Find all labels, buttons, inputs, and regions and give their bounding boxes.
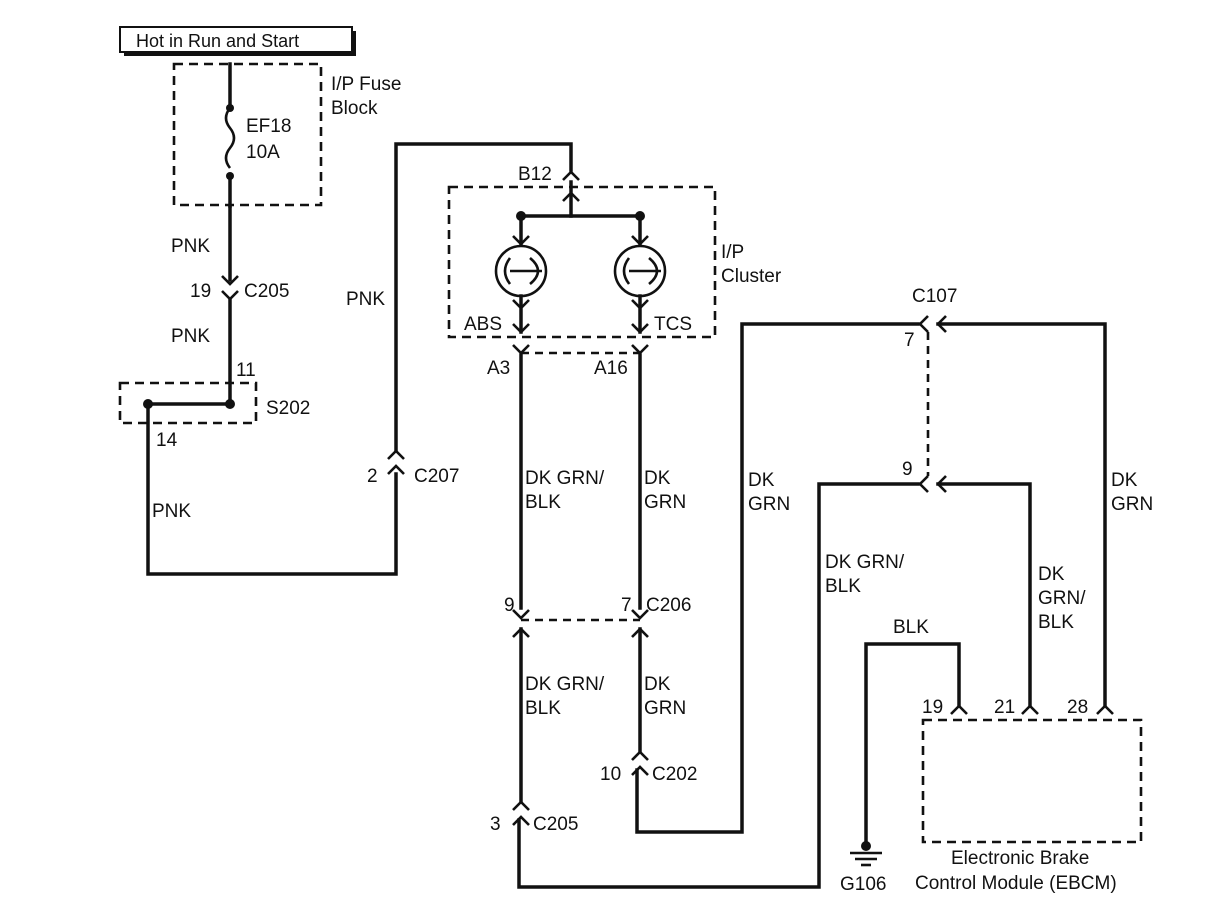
c205-bot-name: C205 xyxy=(533,814,578,835)
fuse-ef18-icon xyxy=(224,107,236,169)
fuse-id: EF18 xyxy=(246,116,291,137)
wire-label-blk: BLK xyxy=(893,617,929,638)
fuse-rating: 10A xyxy=(246,142,280,163)
c207-name: C207 xyxy=(414,466,459,487)
wire-label-dkgrnblk-3b: BLK xyxy=(825,576,861,597)
pnk-wire-left: PNK 19 C205 PNK xyxy=(171,204,289,406)
tcs-lamp: TCS xyxy=(613,214,692,335)
wire-label-dkgrn-3b: GRN xyxy=(748,494,790,515)
wire-label-pnk-4: PNK xyxy=(152,501,191,522)
c202-pin: 10 xyxy=(600,764,621,785)
c206-name: C206 xyxy=(646,595,691,616)
header-title: Hot in Run and Start xyxy=(136,31,299,51)
pnk-wire-loop: PNK PNK 2 C207 xyxy=(146,142,573,576)
connector-c206: 9 7 C206 xyxy=(504,595,691,638)
wire-label-dkgrn-4a: DK xyxy=(1111,470,1138,491)
ebcm-pin-21: 21 xyxy=(994,697,1015,718)
wire-label-pnk-1: PNK xyxy=(171,236,210,257)
cluster-output-wires: DK GRN/ BLK DK GRN xyxy=(519,353,686,610)
ebcm-pin-19: 19 xyxy=(922,697,943,718)
connector-c107: C107 7 9 xyxy=(902,286,957,493)
wire-label-dkgrn-3a: DK xyxy=(748,470,775,491)
c107-pin7: 7 xyxy=(904,330,915,351)
fuse-block-label-1: I/P Fuse xyxy=(331,74,401,95)
splice-pin-out: 14 xyxy=(156,430,178,451)
c207-connector-icon xyxy=(387,464,405,475)
lamp-tcs-label: TCS xyxy=(654,314,692,335)
c206-pin-right: 7 xyxy=(621,595,632,616)
ground-icon xyxy=(850,851,882,867)
fuse-block: I/P Fuse Block EF18 10A xyxy=(172,62,401,208)
abs-lamp: ABS xyxy=(464,214,548,335)
wire-label-dkgrnblk-1b: BLK xyxy=(525,492,561,513)
b12-connector-icon xyxy=(562,170,580,181)
wire-label-dkgrnblk-1a: DK GRN/ xyxy=(525,468,605,489)
c207-pin: 2 xyxy=(367,466,378,487)
ground-id: G106 xyxy=(840,874,886,895)
wire-label-pnk-3: PNK xyxy=(346,289,385,310)
ground-g106: BLK G106 xyxy=(840,617,961,895)
a16-connector-icon xyxy=(631,344,649,355)
c205-bot-pin: 3 xyxy=(490,814,501,835)
power-source-header: Hot in Run and Start xyxy=(119,26,356,56)
ebcm-label-2: Control Module (EBCM) xyxy=(915,873,1117,894)
wire-label-dkgrnblk-2b: BLK xyxy=(525,698,561,719)
wire-label-dkgrnblk-3a: DK GRN/ xyxy=(825,552,905,573)
wire-label-dkgrnblk-4c: BLK xyxy=(1038,612,1074,633)
c205-top-pin: 19 xyxy=(190,281,211,302)
c205-top-connector-icon xyxy=(221,275,239,286)
connector-c202: 10 C202 DK GRN xyxy=(600,322,920,834)
ebcm-module: 19 21 28 Electronic Brake Control Module… xyxy=(915,697,1143,894)
pin-a3: A3 xyxy=(487,358,510,379)
wire-label-dkgrn-1a: DK xyxy=(644,468,671,489)
a3-connector-icon xyxy=(512,344,530,355)
cluster-label-2: Cluster xyxy=(721,266,782,287)
c107-ebcm-wires: DK GRN DK GRN/ BLK xyxy=(936,322,1153,708)
wire-label-pnk-2: PNK xyxy=(171,326,210,347)
c107-pin9: 9 xyxy=(902,459,913,480)
wire-label-dkgrn-2b: GRN xyxy=(644,698,686,719)
wire-label-dkgrnblk-2a: DK GRN/ xyxy=(525,674,605,695)
wire-label-dkgrn-2a: DK xyxy=(644,674,671,695)
c107-name: C107 xyxy=(912,286,957,307)
splice-id: S202 xyxy=(266,398,310,419)
pin-a16: A16 xyxy=(594,358,628,379)
wire-label-dkgrn-4b: GRN xyxy=(1111,494,1153,515)
c206-pin-left: 9 xyxy=(504,595,515,616)
ip-cluster: I/P Cluster B12 ABS TCS xyxy=(447,164,782,379)
wire-label-dkgrnblk-4b: GRN/ xyxy=(1038,588,1086,609)
ebcm-label-1: Electronic Brake xyxy=(951,848,1089,869)
ebcm-pin-28: 28 xyxy=(1067,697,1088,718)
splice-s202: 11 S202 14 xyxy=(118,360,310,451)
connector-b12: B12 xyxy=(518,164,552,185)
c205-top-name: C205 xyxy=(244,281,289,302)
connector-c205-bottom: 3 C205 DK GRN/ BLK xyxy=(490,482,920,889)
cluster-label-1: I/P xyxy=(721,242,744,263)
c202-name: C202 xyxy=(652,764,697,785)
lamp-abs-label: ABS xyxy=(464,314,502,335)
fuse-block-label-2: Block xyxy=(331,98,378,119)
wire-label-dkgrnblk-4a: DK xyxy=(1038,564,1065,585)
splice-pin-in: 11 xyxy=(236,360,256,381)
lower-middle-wires: DK GRN/ BLK DK GRN xyxy=(519,627,686,804)
wire-label-dkgrn-1b: GRN xyxy=(644,492,686,513)
